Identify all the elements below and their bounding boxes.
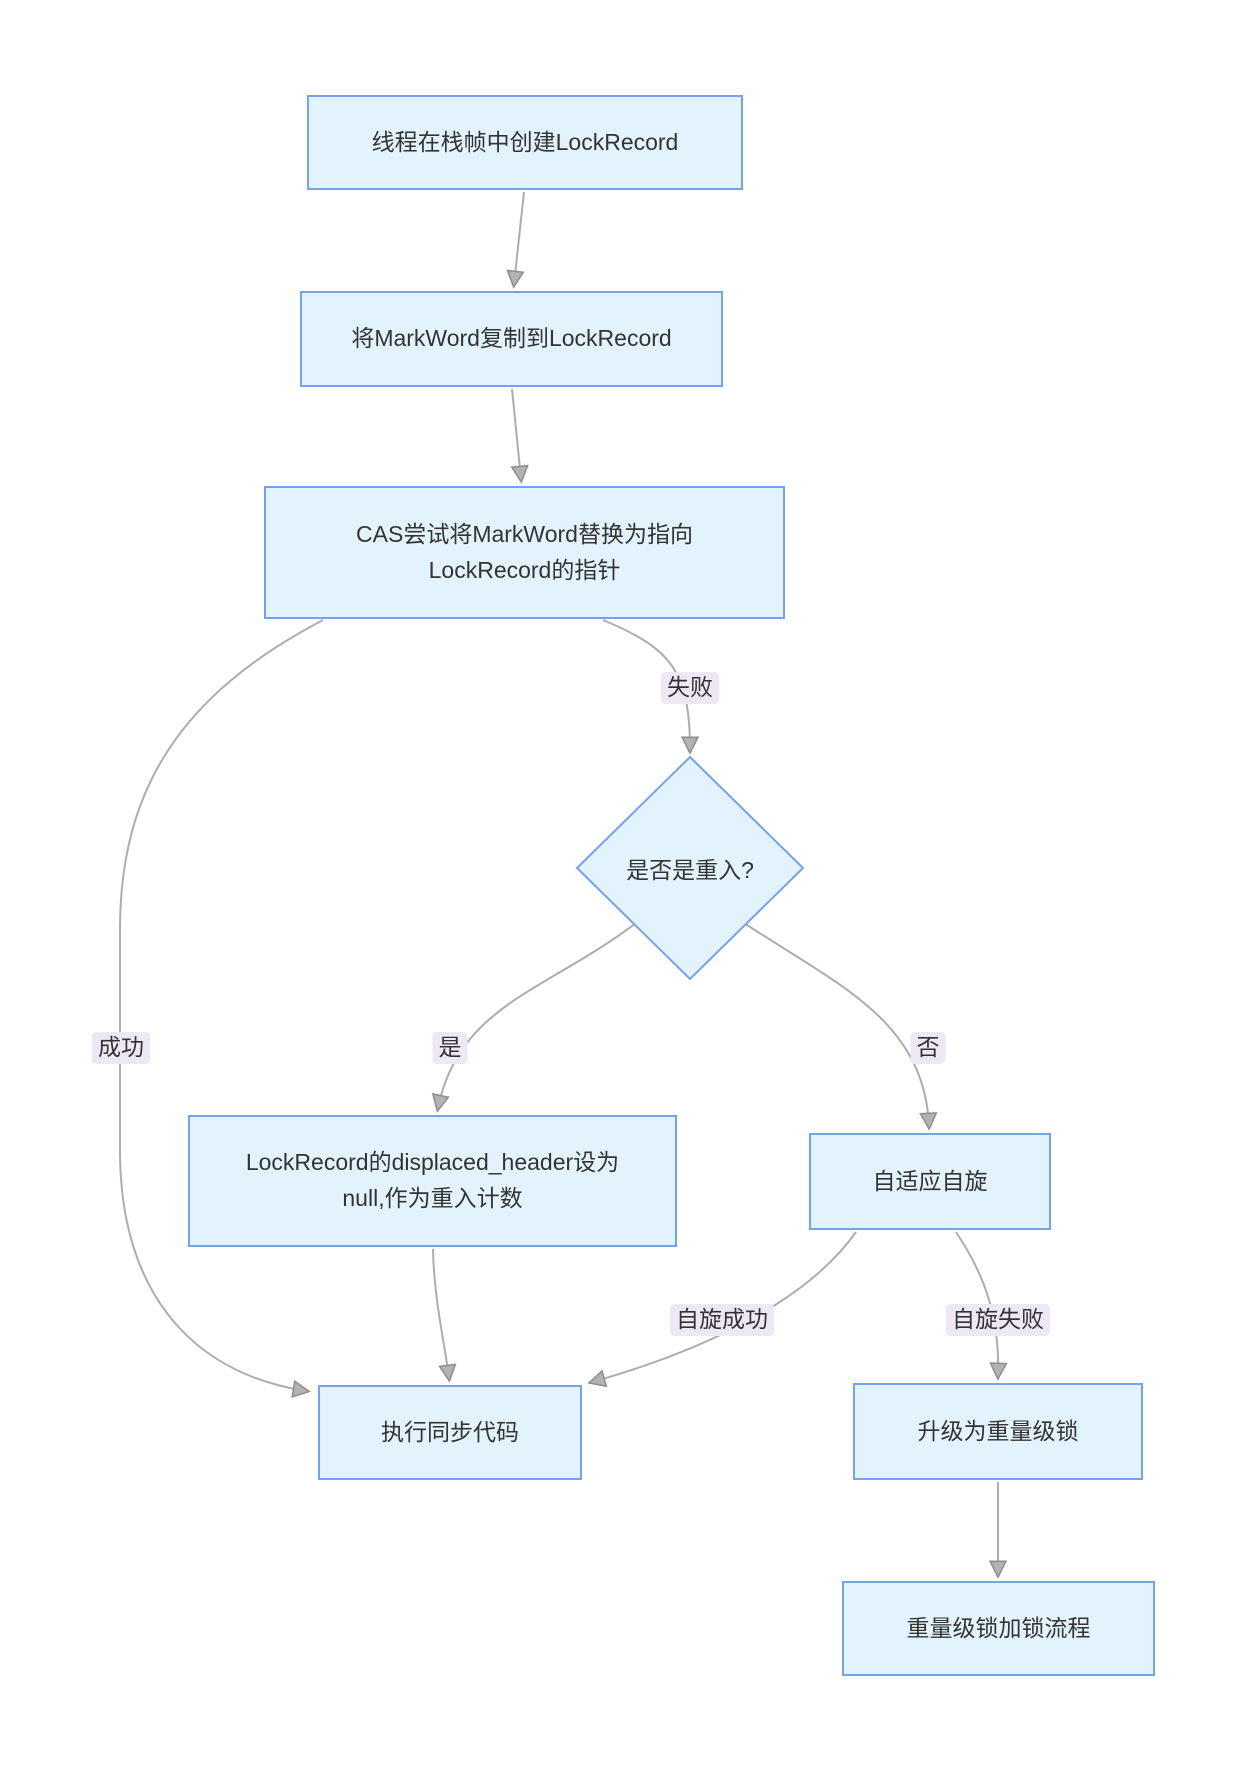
- edge-label-spin-fail: 自旋失败: [946, 1304, 1050, 1336]
- edge-create-to-copy: [514, 191, 525, 284]
- edge-label-success: 成功: [92, 1032, 150, 1064]
- edge-cas-to-reentry-fail: [602, 619, 690, 750]
- edge-cas-to-sync-success: [119, 619, 324, 1391]
- node-create-lockrecord: 线程在栈帧中创建LockRecord: [307, 95, 743, 190]
- edge-spin-to-upgrade-fail: [955, 1231, 998, 1376]
- node-adaptive-spin: 自适应自旋: [809, 1133, 1051, 1230]
- edge-displaced-to-sync: [432, 1248, 449, 1378]
- decision-diamond-shape: [575, 755, 805, 981]
- node-displaced-header-null: LockRecord的displaced_header设为 null,作为重入计…: [188, 1115, 677, 1247]
- edge-label-spin-success: 自旋成功: [670, 1304, 774, 1336]
- edge-label-fail: 失败: [661, 672, 719, 704]
- node-cas-replace: CAS尝试将MarkWord替换为指向 LockRecord的指针: [264, 486, 785, 619]
- node-upgrade-heavyweight: 升级为重量级锁: [853, 1383, 1143, 1480]
- edge-label-yes: 是: [432, 1032, 468, 1064]
- edge-label-no: 否: [910, 1032, 946, 1064]
- edge-reentry-to-displaced-yes: [438, 922, 637, 1108]
- node-heavyweight-lock-flow: 重量级锁加锁流程: [842, 1581, 1155, 1676]
- edge-copy-to-cas: [512, 388, 521, 479]
- node-copy-markword: 将MarkWord复制到LockRecord: [300, 291, 723, 387]
- edge-reentry-to-spin-no: [743, 922, 929, 1126]
- node-reentry-decision: 是否是重入?: [626, 857, 754, 883]
- node-execute-sync-code: 执行同步代码: [318, 1385, 582, 1480]
